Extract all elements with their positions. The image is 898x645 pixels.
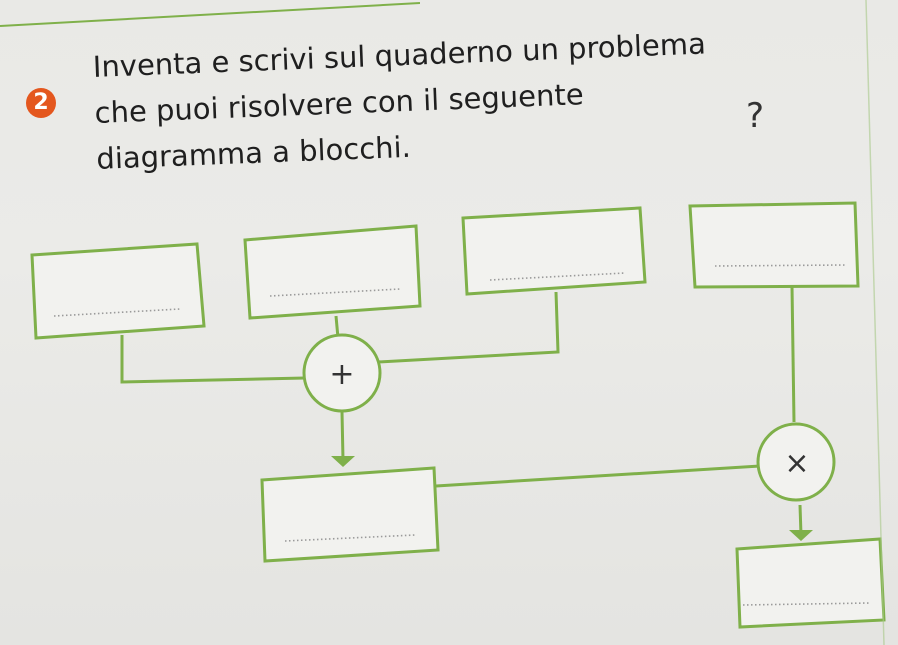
write-line-1 <box>53 308 181 317</box>
handwritten-question-mark: ? <box>746 96 765 136</box>
final-result-box <box>735 537 886 629</box>
connector-result-times <box>435 464 761 488</box>
write-line-3 <box>489 272 626 281</box>
plus-operator-circle <box>302 333 382 413</box>
input-box-3 <box>461 206 647 296</box>
arrowhead-times <box>789 530 813 541</box>
plus-operator-symbol: + <box>329 357 354 392</box>
arrowhead-plus <box>331 456 355 467</box>
connector-box4-times <box>790 285 796 423</box>
connector-box3-plus <box>377 291 560 364</box>
write-line-5 <box>284 534 416 542</box>
write-line-2 <box>269 288 401 297</box>
connector-box1-plus <box>120 335 306 384</box>
input-box-1 <box>30 242 206 340</box>
top-green-rule <box>0 2 420 27</box>
intermediate-result-box <box>260 466 440 563</box>
write-line-4 <box>714 264 846 267</box>
exercise-number-badge: 2 <box>26 88 56 118</box>
times-operator-symbol: × <box>784 446 809 481</box>
input-box-4 <box>688 201 860 289</box>
write-line-6 <box>742 602 871 606</box>
input-box-2 <box>243 224 422 320</box>
right-margin-line <box>865 0 885 645</box>
arrow-plus-down <box>340 411 345 461</box>
times-operator-circle <box>756 422 836 502</box>
